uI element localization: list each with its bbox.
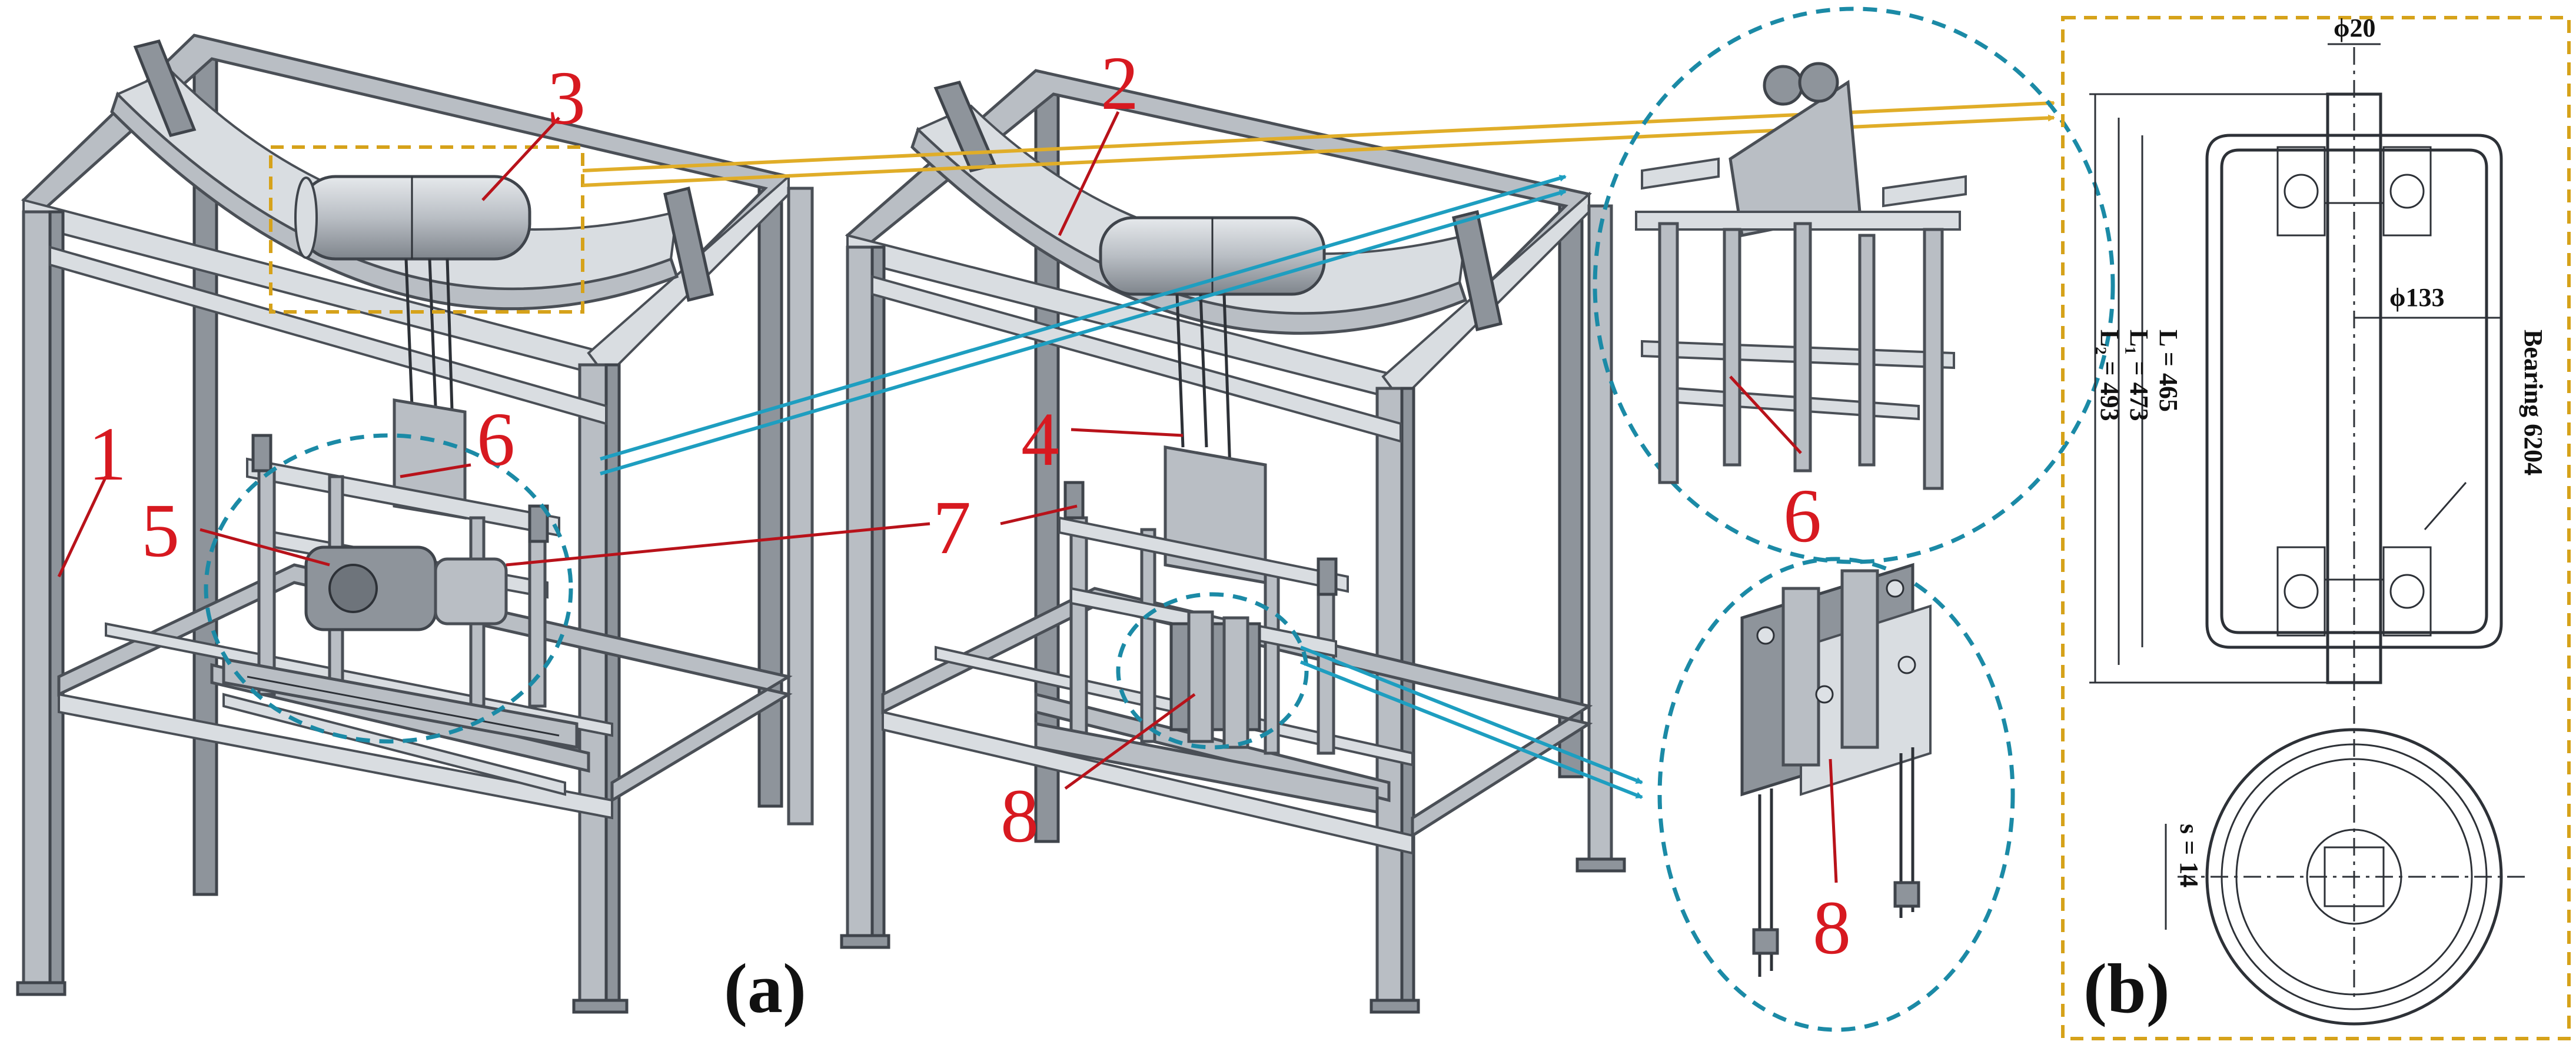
roller-highlight-box [269,145,584,314]
dim-length-l: L = 465 [2154,330,2183,412]
label-belt: 2 [1101,41,1139,126]
panel-label-a: (a) [724,949,806,1027]
label-lifting-frame-detail: 6 [1783,474,1822,558]
middle-test-rig [840,69,1626,1014]
dim-shaft-diameter: ϕ20 [2334,14,2375,42]
label-lifting-frame: 6 [477,397,515,482]
dim-bearing: Bearing 6204 [2519,330,2548,475]
roller-drawing-panel [2061,16,2571,1040]
dim-thickness: s = 14 [2175,824,2203,887]
lifting-frame-detail [1593,6,2115,564]
dim-length-l2: L₂ = 493 [2095,330,2124,421]
left-test-rig [16,34,814,1014]
label-clamp: 8 [1001,774,1039,859]
label-rope: 4 [1021,397,1059,482]
label-motor: 5 [141,488,180,573]
dim-roller-diameter: ϕ133 [2389,283,2444,312]
label-clamp-detail: 8 [1813,886,1851,970]
leader-lines [57,111,1838,883]
label-frame: 1 [88,412,127,497]
dim-length-l1: L₁ = 473 [2125,330,2153,421]
label-roller: 3 [547,56,586,141]
clamp-detail [1657,557,2015,1032]
label-gearbox: 7 [933,485,971,570]
clamp-highlight [1116,592,1309,750]
lifting-frame-highlight [204,433,573,744]
panel-label-b: (b) [2083,949,2170,1027]
